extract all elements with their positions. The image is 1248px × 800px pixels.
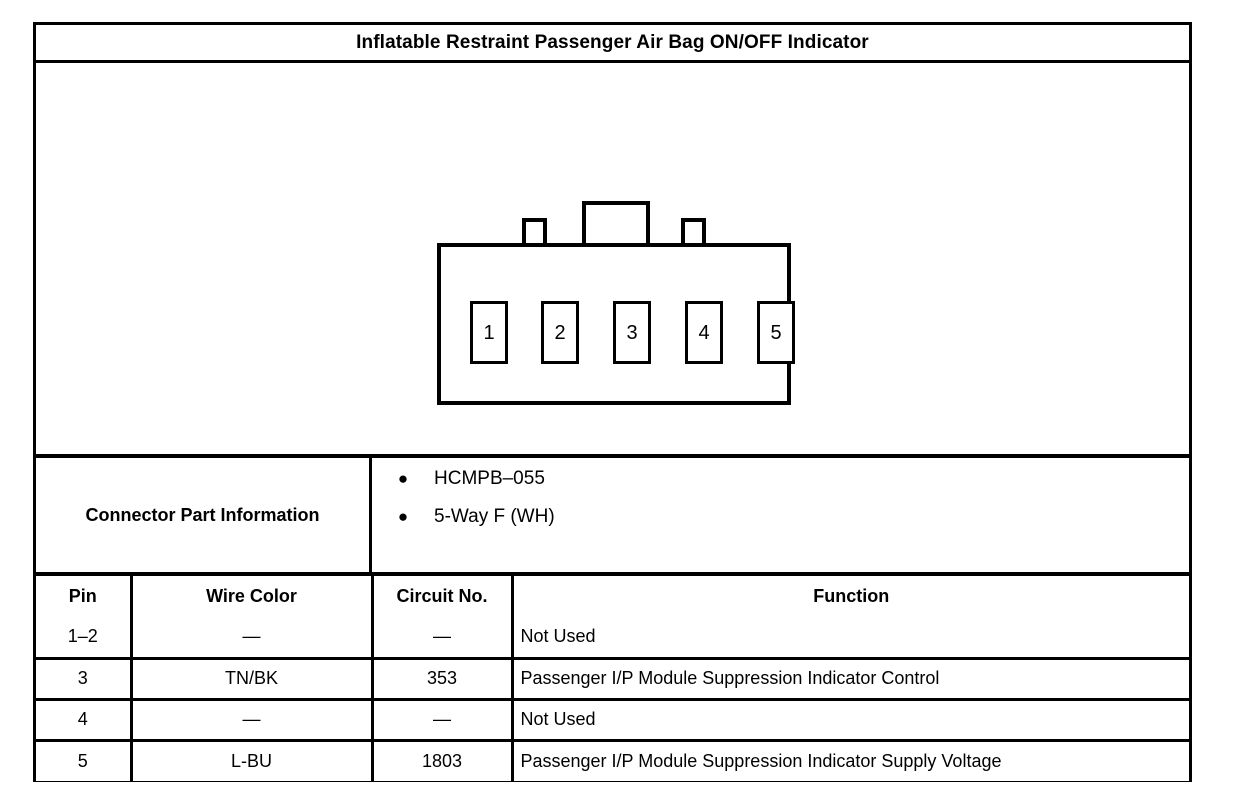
connector-graphic: 1 2 3 4 5 [437,193,795,405]
cell-pin: 1–2 [36,617,133,660]
cell-circuit-no: 353 [372,658,514,701]
column-header-pin: Pin [36,576,133,617]
cell-wire-color: — [131,699,374,742]
column-header-function: Function [512,576,1189,617]
pin-cavity-2: 2 [541,301,579,364]
cell-function: Passenger I/P Module Suppression Indicat… [512,658,1189,701]
cell-circuit-no: — [372,699,514,742]
bullet-icon: ● [397,469,409,488]
cell-pin: 5 [36,740,133,781]
pin-cavity-5: 5 [757,301,795,364]
table-row: 1–2 — — Not Used [36,617,1189,660]
table-row: 4 — — Not Used [36,699,1189,742]
page-title: Inflatable Restraint Passenger Air Bag O… [356,31,869,53]
sheet-title-bar: Inflatable Restraint Passenger Air Bag O… [36,25,1189,63]
connector-part-number: HCMPB–055 [434,468,545,489]
cell-wire-color: L-BU [131,740,374,781]
connector-diagram-panel: 1 2 3 4 5 [36,63,1189,458]
cell-pin: 4 [36,699,133,742]
cell-circuit-no: 1803 [372,740,514,781]
connector-part-information-values: ● HCMPB–055 ● 5-Way F (WH) [372,458,1189,572]
list-item: ● 5-Way F (WH) [372,506,1189,544]
cell-wire-color: TN/BK [131,658,374,701]
list-item: ● HCMPB–055 [372,468,1189,506]
small-left-tab-icon [522,218,547,247]
cell-function: Passenger I/P Module Suppression Indicat… [512,740,1189,781]
table-row: 5 L-BU 1803 Passenger I/P Module Suppres… [36,740,1189,781]
connector-part-information-label: Connector Part Information [36,458,372,572]
table-header-row: Pin Wire Color Circuit No. Function [36,576,1189,617]
cell-pin: 3 [36,658,133,701]
cell-circuit-no: — [372,617,514,660]
pin-cavity-1: 1 [470,301,508,364]
pin-cavity-4: 4 [685,301,723,364]
cell-wire-color: — [131,617,374,660]
cell-function: Not Used [512,617,1189,660]
column-header-circuit-no: Circuit No. [372,576,514,617]
connector-end-view-sheet: Inflatable Restraint Passenger Air Bag O… [33,22,1192,782]
table-row: 3 TN/BK 353 Passenger I/P Module Suppres… [36,658,1189,701]
connector-part-information-row: Connector Part Information ● HCMPB–055 ●… [36,458,1189,576]
connector-way-description: 5-Way F (WH) [434,506,555,527]
pin-assignment-table: Pin Wire Color Circuit No. Function 1–2 … [36,576,1189,781]
cell-function: Not Used [512,699,1189,742]
pin-cavity-3: 3 [613,301,651,364]
small-right-tab-icon [681,218,706,247]
large-center-tab-icon [582,201,650,247]
column-header-wire-color: Wire Color [131,576,374,617]
bullet-icon: ● [397,507,409,526]
